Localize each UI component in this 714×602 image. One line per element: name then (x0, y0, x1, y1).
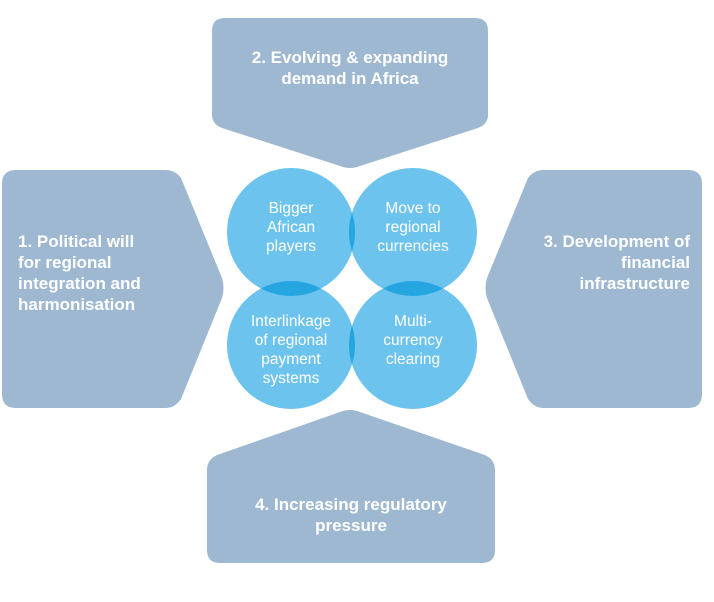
circle-top-right-label: Move to regional currencies (377, 200, 449, 255)
driver-left-label: 1. Political will for regional integrati… (18, 232, 141, 314)
driver-left-shape (2, 170, 224, 408)
circle-bottom-right-label: Multi- currency clearing (383, 313, 443, 368)
driver-bottom-shape (207, 410, 495, 563)
circle-bottom-right (349, 281, 477, 409)
circle-top-right (349, 168, 477, 296)
circle-bottom-left (227, 281, 355, 409)
driver-top-label: 2. Evolving & expanding demand in Africa (251, 48, 449, 88)
driver-right-shape (485, 170, 702, 408)
circle-top-left (227, 168, 355, 296)
circle-bottom-left-label: Interlinkage of regional payment systems (250, 313, 332, 387)
driver-top-shape (212, 18, 488, 168)
center-star-icon (328, 272, 376, 306)
driver-bottom-label: 4. Increasing regulatory pressure (255, 495, 447, 535)
driver-right-label: 3. Development of financial infrastructu… (543, 232, 690, 293)
circle-top-left-label: Bigger African players (266, 200, 316, 255)
